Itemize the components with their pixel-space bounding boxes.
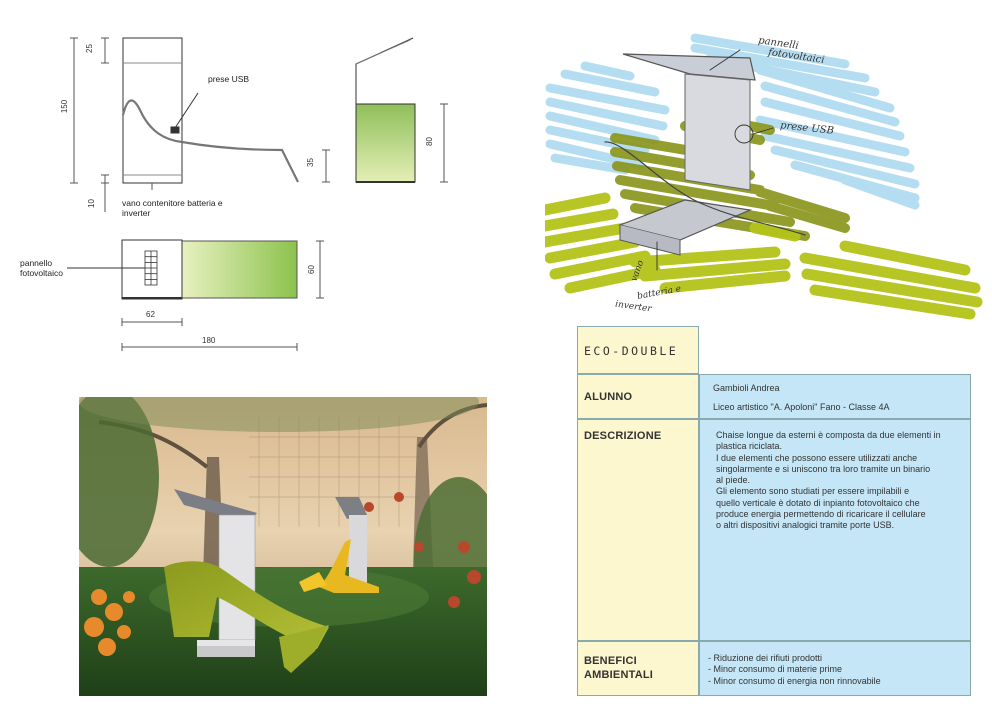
technical-drawing [67,37,448,351]
solar-panel-label-1: pannello [20,258,53,268]
benefit-item: - Riduzione dei rifiuti prodotti [708,653,823,663]
front-elevation [70,37,299,212]
project-title: ECO-DOUBLE [584,344,679,358]
benefit-item: - Minor consumo di energia non rinnovabi… [708,675,881,686]
benefit-item: - Minor consumo di materie prime [708,664,843,675]
description-line: Gli elemento sono studiati per essere im… [716,486,910,497]
dim-80: 80 [424,137,434,146]
sketch-upright-box [684,73,751,191]
dim-180: 180 [202,336,216,345]
student-info-cell: Gambioli Andrea Liceo artistico "A. Apol… [699,374,971,419]
sketch-drawing [545,33,983,320]
dim-62: 62 [146,310,155,319]
benefits-heading-2: AMBIENTALI [584,669,654,681]
dim-60: 60 [306,265,316,274]
description-line: I due elementi che possono essere utiliz… [716,452,918,463]
project-title-cell: ECO-DOUBLE [577,326,699,374]
project-info-card: ECO-DOUBLE ALUNNO Gambioli Andrea Liceo … [577,326,971,696]
description-line: plastica riciclata. [716,441,783,452]
description-line: al piede. [716,475,751,486]
battery-compartment-label-1: vano contenitore batteria e [122,198,223,208]
dim-10: 10 [86,199,96,208]
benefits-heading-1: BENEFICI [584,655,637,667]
student-heading-cell: ALUNNO [577,374,699,419]
dim-35: 35 [305,158,315,167]
description-line: o altri dispositivi analogici tramite po… [716,520,895,531]
description-cell: Chaise longue da esterni è composta da d… [699,419,971,641]
side-elevation [322,37,448,183]
benefits-list: - Riduzione dei rifiuti prodotti - Minor… [708,653,881,687]
dim-150: 150 [60,99,70,114]
garden-render [79,397,487,696]
yellow-green-foot-strokes [545,192,983,320]
description-text: Chaise longue da esterni è composta da d… [716,430,941,532]
description-line: produce energia permettendo di ricaricar… [716,509,926,520]
student-school: Liceo artistico "A. Apoloni" Fano - Clas… [713,402,890,412]
student-heading: ALUNNO [584,391,633,403]
sketch-solar-panel [622,53,756,81]
benefits-heading-cell: BENEFICI AMBIENTALI [577,641,699,696]
plan-view [67,239,324,351]
render-scene [79,397,487,696]
description-heading-cell: DESCRIZIONE [577,419,699,641]
student-name: Gambioli Andrea [713,383,780,393]
description-heading: DESCRIZIONE [584,430,662,442]
marker-sketch: pannelli fotovoltaici prese USB vano bat… [545,30,985,320]
description-line: singolarmente e si uniscono tra loro tra… [716,463,931,474]
battery-compartment-label-2: inverter [122,208,151,218]
description-line: Chaise longue da esterni è composta da d… [716,430,941,440]
solar-panel-label-2: fotovoltaico [20,268,63,278]
dim-25: 25 [84,44,94,53]
description-line: quello verticale è dotato di inpianto fo… [716,497,920,508]
benefits-cell: - Riduzione dei rifiuti prodotti - Minor… [699,641,971,696]
usb-port-label: prese USB [208,74,250,84]
